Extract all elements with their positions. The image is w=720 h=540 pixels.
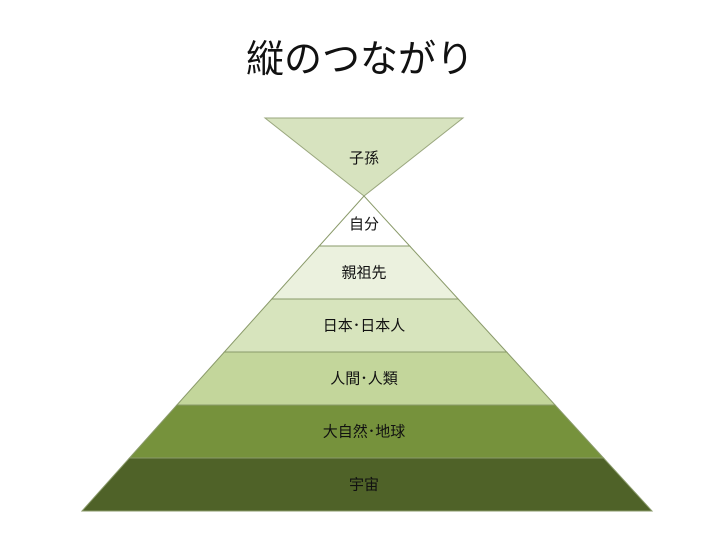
layer-label-universe: 宇宙: [349, 476, 379, 494]
slide-title: 縦のつながり: [245, 37, 474, 81]
descendants-label: 子孫: [349, 149, 379, 167]
layer-label-humanity: 人間･人類: [330, 370, 398, 388]
layer-label-japan-japanese: 日本･日本人: [323, 317, 406, 335]
layer-universe: [80, 457, 654, 512]
layer-label-parents-ancestors: 親祖先: [341, 264, 386, 282]
layer-label-nature-earth: 大自然･地球: [323, 423, 406, 441]
descendants-inverted-triangle: [263, 117, 465, 197]
layer-label-self: 自分: [349, 215, 379, 233]
